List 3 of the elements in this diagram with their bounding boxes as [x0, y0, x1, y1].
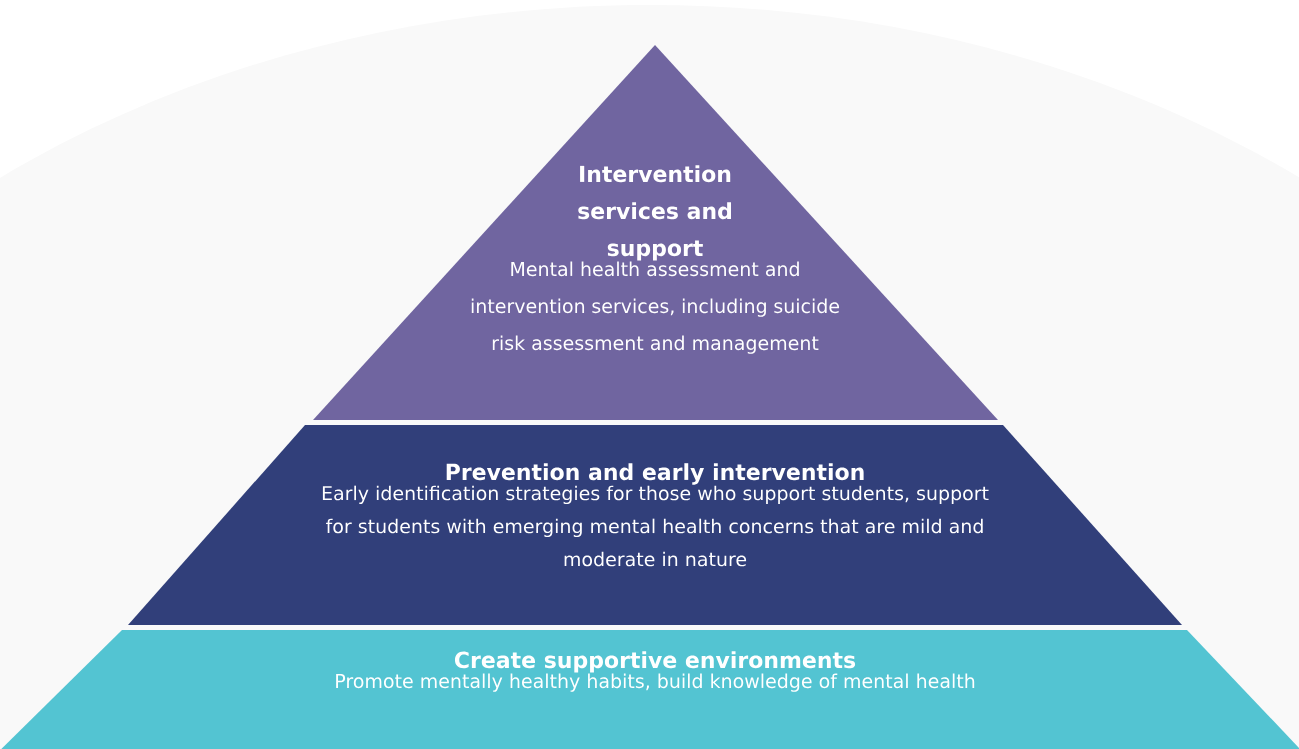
pyramid-tier: Create supportive environments Promote mentally healthy habits, build knowledge of mental health	[0, 630, 1299, 749]
pyramid-tier: Prevention and early intervention Early identification strategies for those who support students, support for students with emerging mental health concerns that are mild and moderate in nature	[128, 425, 1182, 625]
pyramid-tier: Intervention services and support Mental health assessment and intervention services, including suicide risk assessment and management	[313, 45, 998, 420]
